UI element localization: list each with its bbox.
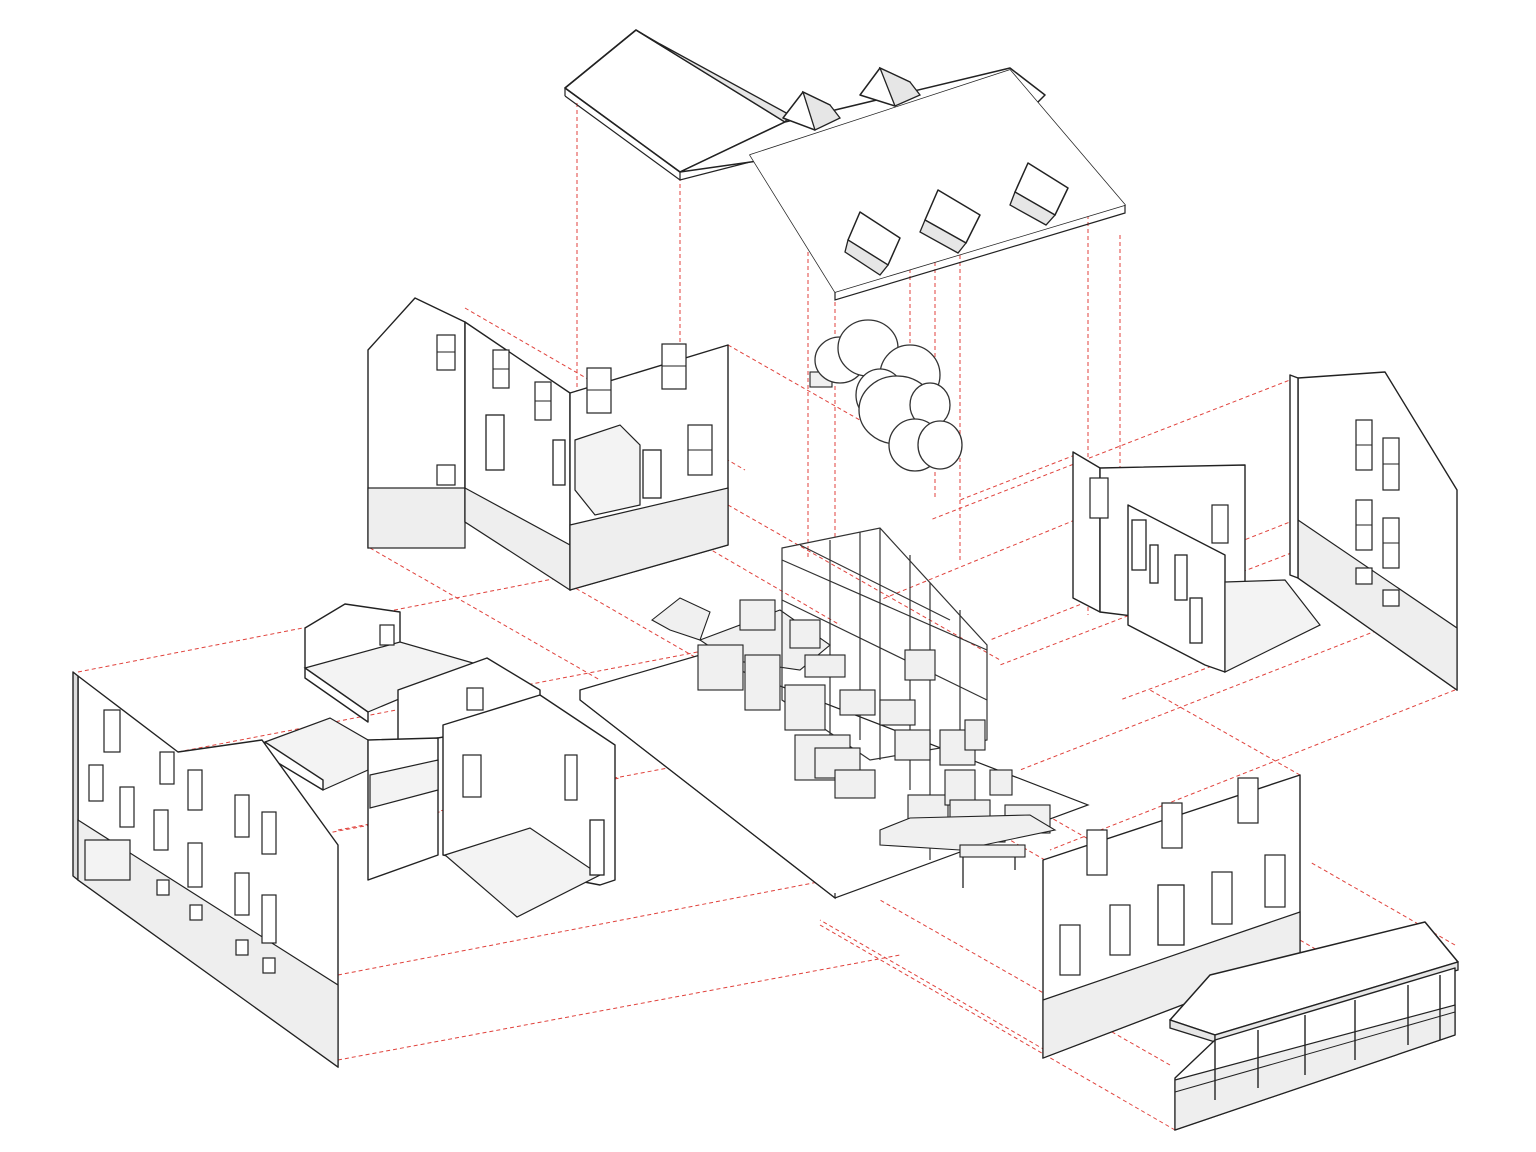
dormer-front-2	[919, 189, 981, 254]
door	[485, 414, 505, 471]
window	[462, 754, 482, 798]
window	[564, 754, 578, 801]
door	[1131, 519, 1147, 571]
window	[436, 464, 456, 486]
interior-core	[651, 527, 1057, 888]
window	[1355, 419, 1373, 471]
window	[1355, 567, 1373, 585]
door	[1189, 597, 1203, 644]
window	[262, 957, 276, 974]
window	[156, 879, 170, 896]
door	[1157, 884, 1185, 946]
window	[189, 904, 203, 921]
west-facade	[72, 671, 339, 1069]
window	[153, 809, 169, 851]
door	[642, 449, 662, 499]
window	[492, 349, 510, 389]
window	[1382, 437, 1400, 491]
window	[187, 769, 203, 811]
window	[235, 939, 249, 956]
west-interior-rooms	[264, 603, 616, 918]
window	[1089, 477, 1109, 519]
window	[1109, 904, 1131, 956]
east-wing-fragment	[1072, 451, 1321, 673]
window	[1355, 499, 1373, 551]
window	[586, 367, 612, 414]
window	[436, 334, 456, 371]
window	[1237, 777, 1259, 824]
roof	[564, 29, 1126, 301]
window	[687, 424, 713, 476]
door	[1174, 554, 1188, 601]
dormer-back-2	[859, 66, 922, 107]
window	[661, 343, 687, 390]
window	[103, 709, 121, 753]
dormer-back-1	[782, 90, 842, 131]
window	[1382, 589, 1400, 607]
porch	[1169, 921, 1459, 1131]
north-wing	[367, 297, 729, 592]
window	[1211, 504, 1229, 544]
cloud-volume	[809, 319, 963, 472]
window	[1161, 802, 1183, 849]
door	[1149, 544, 1159, 584]
window	[1086, 829, 1108, 876]
window	[88, 764, 104, 802]
window	[187, 842, 203, 888]
window	[234, 872, 250, 916]
window	[261, 894, 277, 944]
window	[466, 687, 484, 711]
window	[1059, 924, 1081, 976]
east-gable-wall	[1289, 371, 1458, 692]
window	[1382, 517, 1400, 569]
dormer-front-3	[1009, 162, 1069, 226]
door	[552, 439, 566, 486]
window	[1264, 854, 1286, 908]
window	[1211, 871, 1233, 925]
window	[234, 794, 250, 838]
window	[159, 751, 175, 785]
door	[589, 819, 605, 876]
dormer-front-1	[844, 211, 901, 276]
window	[379, 624, 395, 646]
south-facade	[1042, 774, 1301, 1059]
window	[119, 786, 135, 828]
window	[261, 811, 277, 855]
window	[534, 381, 552, 421]
